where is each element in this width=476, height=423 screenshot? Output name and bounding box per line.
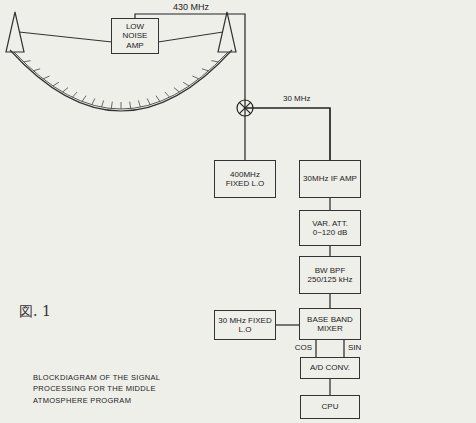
attenuator-box: VAR. ATT. 0~120 dB (299, 210, 361, 246)
mesh-rib (92, 98, 95, 104)
dish-rim (14, 52, 228, 109)
mixer-box: BASE BAND MIXER (299, 308, 361, 340)
signal-line (276, 324, 299, 325)
feed-strut (19, 32, 112, 42)
mesh-rib (130, 102, 131, 109)
signal-line (315, 340, 316, 357)
box-label: A/D CONV. (310, 363, 350, 372)
figure-number: 図. 1 (18, 304, 52, 319)
mesh-rib (24, 61, 31, 62)
converter-box: A/D CONV. (300, 357, 360, 379)
box-label: CPU (322, 402, 339, 411)
mesh-rib (63, 88, 68, 92)
mesh-rib (111, 102, 112, 109)
mesh-rib (33, 69, 40, 71)
box-label: BW BPF 250/125 kHz (303, 266, 357, 284)
mesh-rib (53, 82, 59, 86)
mesh-rib (102, 100, 104, 107)
feed-strut (158, 32, 223, 42)
mesh-rib (211, 61, 218, 62)
mesh-rib (82, 96, 86, 102)
box-label: LOW NOISE AMP (115, 22, 155, 50)
box-label: 400MHz FIXED L.O (218, 170, 272, 188)
mesh-rib (202, 69, 209, 71)
figure-caption: BLOCKDIAGRAM OF THE SIGNAL PROCESSING FO… (32, 372, 202, 406)
filter-box: BW BPF 250/125 kHz (299, 256, 361, 294)
box-label: 30 MHz FIXED L.O (218, 316, 272, 334)
mesh-rib (147, 98, 150, 104)
signal-line (245, 108, 330, 160)
frequency-label: 430 MHz (172, 3, 210, 13)
mesh-rib (121, 102, 122, 109)
mesh-rib (165, 92, 170, 97)
box-label: BASE BAND MIXER (303, 315, 357, 333)
mesh-rib (72, 92, 77, 97)
mesh-rib (192, 76, 198, 79)
signal-line (329, 198, 330, 210)
signal-line (343, 340, 344, 357)
mesh-rib (183, 82, 189, 86)
signal-line (329, 294, 330, 308)
mesh-rib (174, 88, 179, 92)
signal-line (329, 246, 330, 256)
dish-mesh (24, 61, 219, 109)
oscillator-box: 30 MHz FIXED L.O (214, 310, 276, 340)
dish-reflector (10, 50, 232, 111)
box-label: VAR. ATT. 0~120 dB (303, 219, 357, 237)
frequency-label: 30 MHz (282, 95, 312, 104)
signal-line (135, 14, 330, 160)
signal-line (329, 379, 330, 395)
signal-label: SIN (347, 344, 362, 353)
oscillator-box: 400MHz FIXED L.O (214, 160, 276, 198)
signal-label: COS (294, 344, 313, 353)
amplifier-box: 30MHz IF AMP (299, 160, 361, 198)
mesh-rib (156, 96, 160, 102)
mesh-rib (43, 76, 49, 79)
box-label: 30MHz IF AMP (303, 174, 357, 183)
amplifier-box: LOW NOISE AMP (111, 18, 159, 54)
processor-box: CPU (300, 395, 360, 419)
mesh-rib (138, 100, 140, 107)
